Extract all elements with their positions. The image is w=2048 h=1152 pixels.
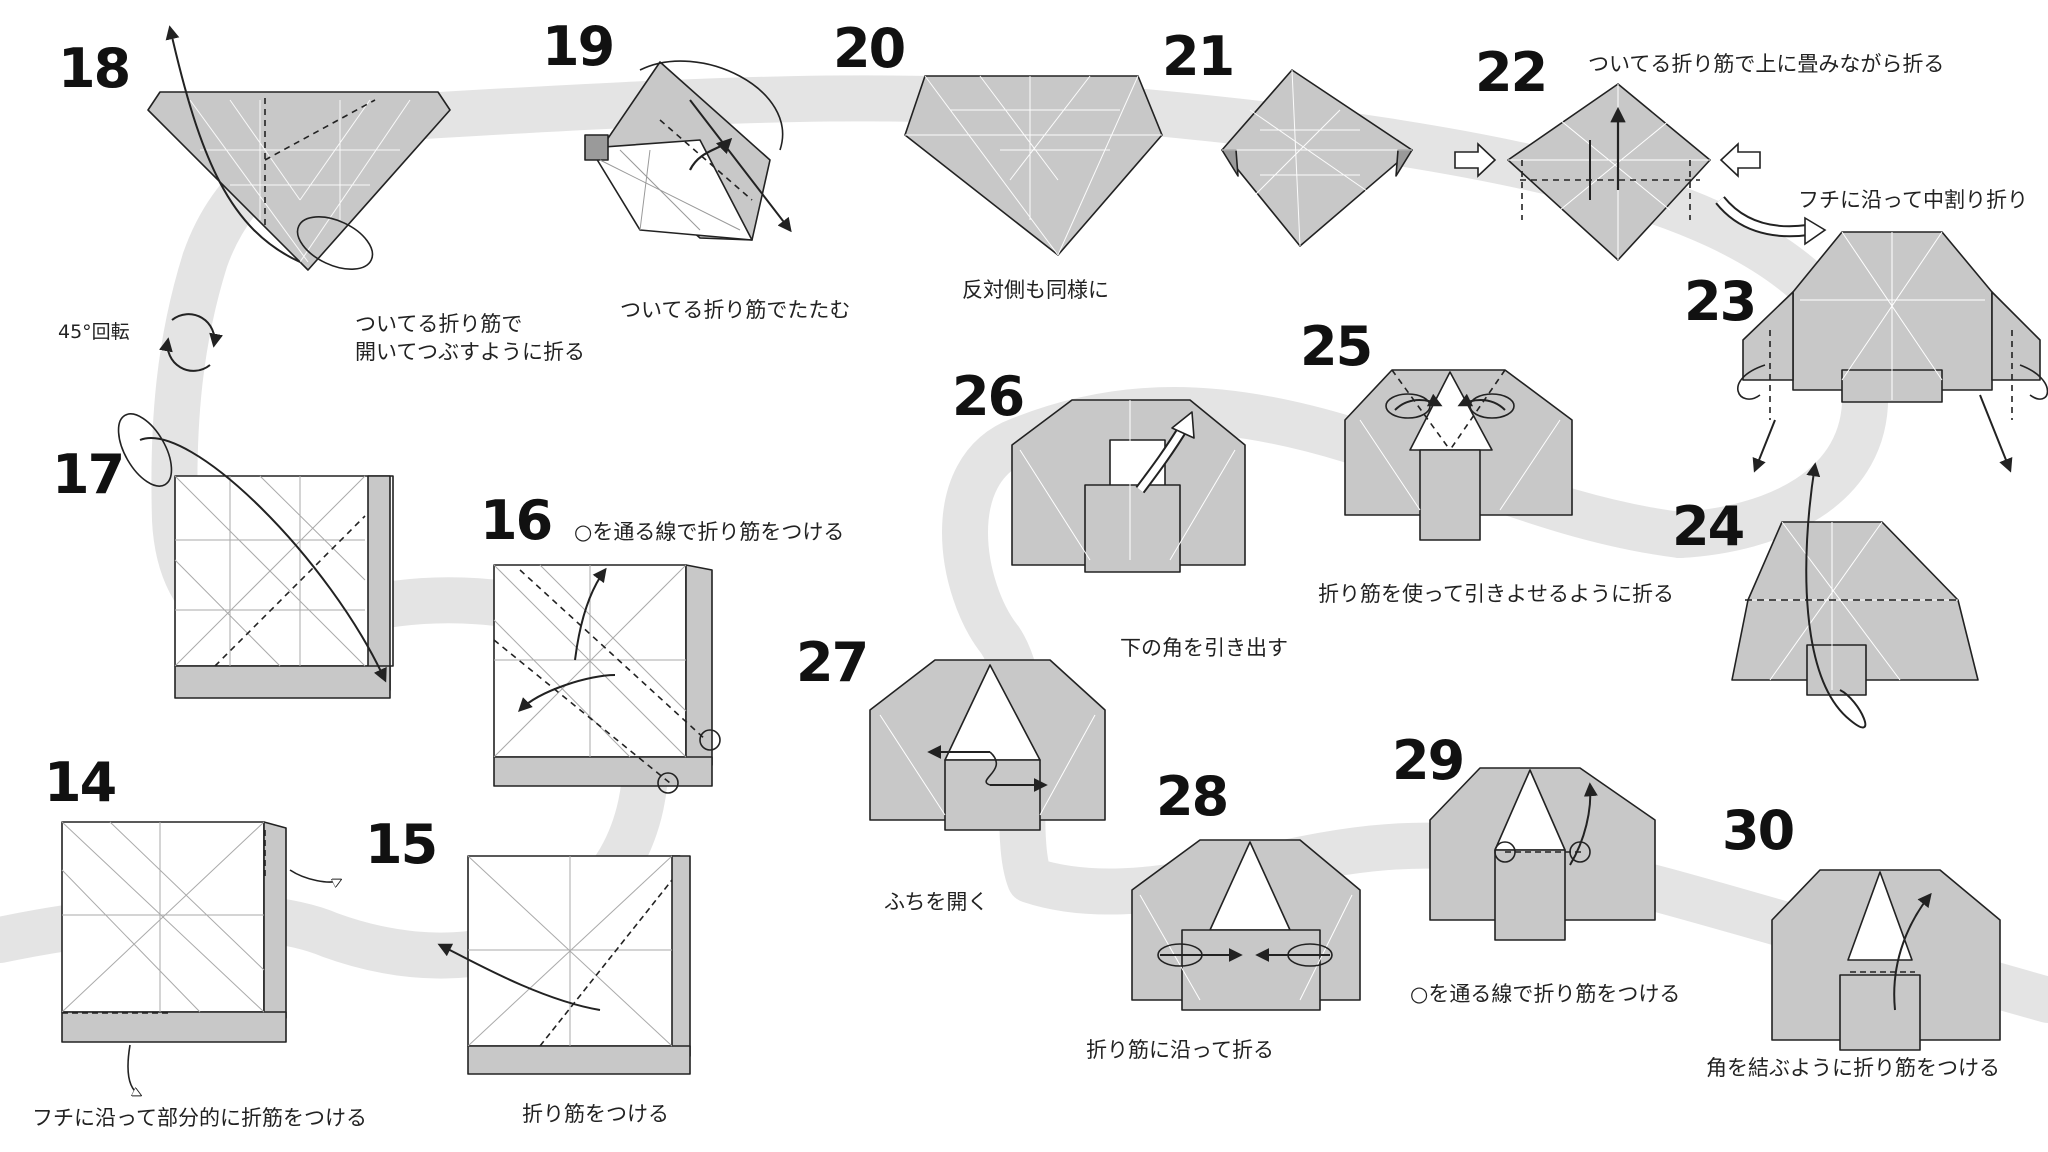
step23-caption: フチに沿って中割り折り xyxy=(1798,188,2028,212)
step-number-20: 20 xyxy=(833,17,906,80)
step-number-28: 28 xyxy=(1156,765,1229,828)
step-number-27: 27 xyxy=(796,631,869,694)
step-number-30: 30 xyxy=(1722,799,1795,862)
step-number-19: 19 xyxy=(542,15,615,78)
step14-caption: フチに沿って部分的に折筋をつける xyxy=(32,1106,367,1130)
step25-caption: 折り筋を使って引きよせるように折る xyxy=(1318,582,1674,606)
step26-figure xyxy=(1011,399,1246,573)
step-number-21: 21 xyxy=(1162,25,1235,88)
step-number-15: 15 xyxy=(365,813,438,876)
step18-caption-line1: ついてる折り筋で xyxy=(355,312,523,336)
step-number-24: 24 xyxy=(1672,495,1745,558)
mark-circle-a xyxy=(699,729,721,751)
push-arrows xyxy=(1454,142,1761,178)
step19-caption: ついてる折り筋でたたむ xyxy=(620,298,851,322)
step24-figure xyxy=(1731,462,1979,729)
step14-figure xyxy=(61,821,340,1095)
step26-caption: 下の角を引き出す xyxy=(1120,636,1288,660)
step22-figure xyxy=(1507,83,1711,261)
step30-figure xyxy=(1771,869,2001,1051)
step-number-29: 29 xyxy=(1392,729,1465,792)
step18-caption-line2: 開いてつぶすように折る xyxy=(355,340,585,365)
step18-caption: ついてる折り筋で 開いてつぶすように折る xyxy=(355,310,585,367)
step23-figure xyxy=(1737,231,2048,473)
step29-caption: ○を通る線で折り筋をつける xyxy=(1410,982,1681,1006)
step22-caption: ついてる折り筋で上に畳みながら折る xyxy=(1588,52,1945,76)
rotation-label: 45°回転 xyxy=(58,321,130,343)
step-number-23: 23 xyxy=(1684,270,1757,333)
step18-figure xyxy=(147,25,451,271)
step-number-16: 16 xyxy=(480,489,553,552)
step25-figure xyxy=(1344,369,1573,541)
step29-figure xyxy=(1429,767,1656,941)
step21-figure xyxy=(1221,69,1413,247)
step17-figure xyxy=(117,413,394,699)
step20-caption: 反対側も同様に xyxy=(962,278,1109,302)
step-number-26: 26 xyxy=(952,365,1025,428)
step27-figure xyxy=(869,659,1106,831)
step15-caption: 折り筋をつける xyxy=(522,1102,669,1126)
step16-caption: ○を通る線で折り筋をつける xyxy=(574,520,845,544)
step-number-17: 17 xyxy=(52,443,125,506)
rotate-icon xyxy=(159,313,223,372)
step28-caption: 折り筋に沿って折る xyxy=(1086,1038,1274,1062)
step28-figure xyxy=(1131,839,1361,1011)
step20-figure xyxy=(904,75,1163,256)
step19-figure xyxy=(584,60,792,241)
mark-circle-b xyxy=(657,772,679,794)
step16-figure xyxy=(493,564,721,794)
step-number-18: 18 xyxy=(58,37,131,100)
step27-caption: ふちを開く xyxy=(884,890,989,914)
step-number-22: 22 xyxy=(1475,41,1548,104)
step30-caption: 角を結ぶように折り筋をつける xyxy=(1706,1056,2000,1080)
step15-figure xyxy=(437,855,691,1075)
step-number-14: 14 xyxy=(44,751,117,814)
mark-circle-right xyxy=(1569,841,1591,863)
mark-circle-left xyxy=(1494,841,1516,863)
step-number-25: 25 xyxy=(1300,315,1373,378)
